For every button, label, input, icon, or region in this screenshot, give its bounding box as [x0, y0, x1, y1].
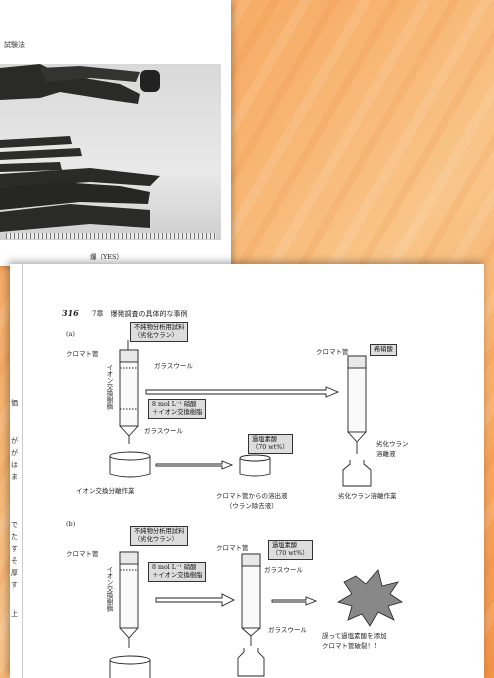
explosion-caption-line: クロマト管破裂！!: [322, 642, 387, 652]
ruler: [6, 233, 216, 239]
perchloric-box-b: 過塩素酸 （70 wt%）: [268, 540, 313, 560]
dilute-nitric-box: 希硝酸: [370, 344, 397, 356]
vertical-label-b: イオン交換樹脂: [104, 566, 114, 612]
vertical-label-a: イオン交換樹脂: [104, 364, 114, 410]
perchloric-box-a-line: （70 wt%）: [252, 444, 289, 452]
uranium-eluate-label: 劣化ウラン 溶離液: [376, 440, 409, 460]
glass-wool-top-a: ガラスウール: [154, 360, 193, 370]
front-page: 価 が が は ま で た す そ 厚 す 上 316 7章 爆発調査の具体的な…: [10, 264, 484, 678]
caption-left-a: イオン交換分離作業: [76, 485, 135, 495]
perchloric-box-a-line: 過塩素酸: [252, 436, 289, 444]
perchloric-box-b-line: 過塩素酸: [272, 542, 309, 550]
glass-wool-top-b: ガラスウール: [264, 564, 303, 574]
acid-box-a-line: ＋イオン交換樹脂: [152, 409, 202, 417]
glass-wool-bottom-a: ガラスウール: [144, 425, 183, 435]
caption-right-a: 劣化ウラン溶離作業: [338, 490, 397, 500]
caption-middle-a: クロマト管からの溶出液 （ウラン除去液）: [216, 490, 288, 510]
diagram-a-label: (a): [66, 330, 75, 338]
acid-box-b-line: 8 mol L⁻¹ 硝酸: [152, 564, 202, 572]
back-page-header: 試験法: [4, 40, 25, 50]
specimen-photo: [0, 64, 221, 240]
column-label-a-right: クロマト管: [316, 346, 349, 356]
explosion-caption: 誤って過塩素酸を添加 クロマト管破裂！!: [322, 632, 387, 652]
diagram-figure: [10, 264, 484, 678]
sample-box-a-line: 不純物分析用試料: [134, 324, 184, 332]
back-page: 試験法 爆（YES）: [0, 0, 231, 266]
sample-box-b: 不純物分析用試料 （劣化ウラン）: [130, 526, 188, 546]
perchloric-box-a: 過塩素酸 （70 wt%）: [248, 434, 293, 454]
sample-box-b-line: 不純物分析用試料: [134, 528, 184, 536]
acid-box-a: 8 mol L⁻¹ 硝酸 ＋イオン交換樹脂: [148, 399, 206, 419]
column-label-b: クロマト管: [66, 548, 99, 558]
sample-box-b-line: （劣化ウラン）: [134, 536, 184, 544]
sample-box-a-line: （劣化ウラン）: [134, 332, 184, 340]
column-label-b-middle: クロマト管: [216, 542, 249, 552]
uranium-eluate-line: 溶離液: [376, 450, 409, 460]
column-label-a: クロマト管: [66, 348, 99, 358]
explosion-caption-line: 誤って過塩素酸を添加: [322, 632, 387, 642]
sample-box-a: 不純物分析用試料 （劣化ウラン）: [130, 322, 188, 342]
diagram-b-label: (b): [66, 520, 75, 528]
caption-middle-a-line: （ウラン除去液）: [216, 500, 288, 510]
uranium-eluate-line: 劣化ウラン: [376, 440, 409, 450]
acid-box-b: 8 mol L⁻¹ 硝酸 ＋イオン交換樹脂: [148, 562, 206, 582]
caption-middle-a-line: クロマト管からの溶出液: [216, 490, 288, 500]
acid-box-b-line: ＋イオン交換樹脂: [152, 572, 202, 580]
glass-wool-bottom-b: ガラスウール: [268, 624, 307, 634]
specimen-drawing: [0, 64, 221, 240]
explosion-shape: [338, 570, 402, 626]
perchloric-box-b-line: （70 wt%）: [272, 550, 309, 558]
back-page-caption: 爆（YES）: [90, 251, 123, 261]
acid-box-a-line: 8 mol L⁻¹ 硝酸: [152, 401, 202, 409]
